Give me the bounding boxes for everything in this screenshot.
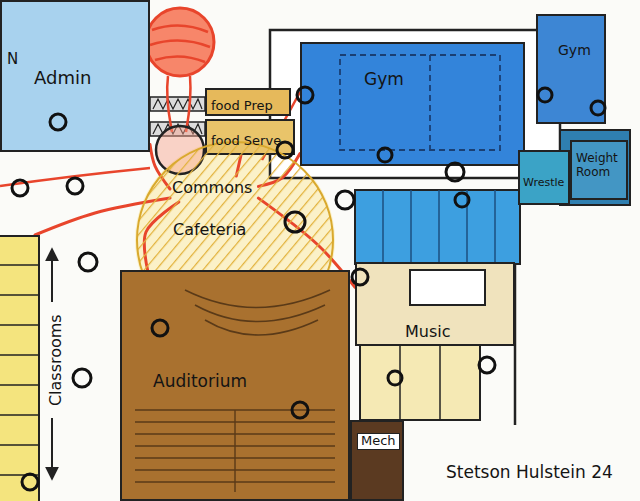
room-box: Gym — [300, 42, 525, 166]
main-entrance — [146, 8, 214, 76]
room-label: Music — [405, 323, 451, 341]
practice-rooms — [360, 345, 480, 420]
room-box: food Prep — [205, 88, 291, 116]
north-label: N — [7, 50, 18, 68]
main-entrance — [167, 76, 190, 132]
room-box: Mech — [350, 420, 404, 501]
locker-rooms — [355, 190, 520, 264]
room-label: food Prep — [211, 99, 273, 114]
serving-line — [150, 97, 205, 111]
auditorium-seating — [185, 290, 330, 335]
doorway-circles — [292, 402, 308, 418]
doorway-circles — [297, 87, 313, 103]
locker-rooms — [382, 190, 384, 264]
gym-court-lines — [429, 55, 431, 150]
room-label: food Serve — [211, 134, 281, 149]
room-label: Gym — [364, 70, 404, 90]
room-label: Commons — [172, 179, 252, 197]
doorway-circles — [277, 142, 293, 158]
doorway-circles — [22, 474, 38, 490]
doorway-circles — [12, 87, 605, 490]
gym-court-lines — [340, 55, 500, 150]
doorway-circles — [388, 371, 402, 385]
music-room — [410, 270, 485, 305]
doorway-circles — [336, 191, 354, 209]
range-arrows — [52, 250, 53, 478]
classroom-dividers — [0, 265, 40, 475]
locker-rooms — [410, 190, 412, 264]
room-box: Admin — [0, 0, 150, 152]
gym-wing-outline — [560, 130, 630, 205]
music-room — [410, 270, 485, 305]
doorway-circles — [352, 269, 368, 285]
doorway-circles — [285, 212, 305, 232]
room-label: Auditorium — [150, 372, 250, 392]
gym-wing-outline — [270, 30, 560, 178]
range-arrows — [51, 418, 53, 478]
range-arrows — [51, 250, 53, 302]
doorway-circles — [73, 369, 91, 387]
room-label: Admin — [34, 68, 91, 89]
room-label: Mech — [357, 433, 400, 450]
gym-court-lines — [340, 55, 500, 150]
auditorium-seating — [135, 290, 335, 492]
doorway-circles — [152, 320, 168, 336]
doorway-circles — [378, 148, 392, 162]
auditorium-seating — [135, 410, 335, 492]
serving-line — [153, 99, 202, 109]
doorway-circles — [538, 88, 552, 102]
room-label: Gym — [558, 42, 591, 58]
locker-rooms — [355, 190, 520, 264]
locker-rooms — [438, 190, 440, 264]
room-box: Weight Room — [570, 140, 628, 200]
practice-rooms — [439, 345, 441, 420]
doorway-circles — [591, 101, 605, 115]
room-box: Wrestle — [518, 150, 570, 205]
locker-rooms — [494, 190, 496, 264]
room-box: Gym — [536, 14, 606, 124]
room-label: Cafeteria — [173, 221, 246, 239]
doorway-circles — [479, 357, 495, 373]
doorway-circles — [50, 114, 66, 130]
classroom-wing: Classrooms — [0, 235, 70, 501]
author-signature: Stetson Hulstein 24 — [446, 462, 613, 482]
room-label: Weight Room — [576, 152, 622, 180]
doorway-circles — [446, 163, 464, 181]
classroom-strip — [0, 235, 40, 501]
main-entrance — [150, 25, 210, 62]
room-label: Wrestle — [523, 177, 564, 190]
classroom-dividers — [0, 265, 40, 475]
doorway-circles — [12, 180, 28, 196]
doorway-circles — [455, 193, 469, 207]
doorway-circles — [79, 253, 97, 271]
room-label: Classrooms — [47, 314, 65, 406]
doorway-circles — [67, 178, 83, 194]
practice-rooms — [360, 345, 480, 420]
